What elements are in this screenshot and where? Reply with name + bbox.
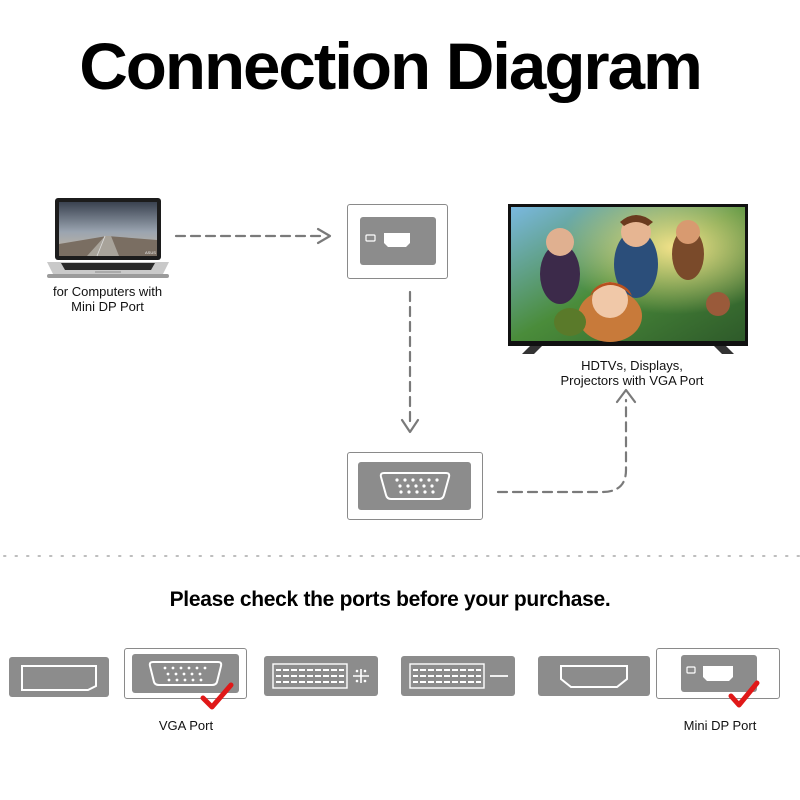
arrow-vga-to-tv (496, 398, 628, 494)
tv-caption: HDTVs, Displays, Projectors with VGA Por… (548, 358, 716, 388)
minidp-checkmark-icon (728, 680, 760, 708)
minidp-port-icon (681, 655, 757, 692)
hdmi-icon (538, 656, 650, 696)
dvi-24-5-icon (264, 656, 378, 696)
laptop-image: ASUS (47, 198, 169, 278)
tv-image (508, 204, 748, 354)
vga-connector-icon (358, 462, 471, 510)
arrowhead-up-icon (615, 388, 637, 404)
tv-caption-line2: Projectors with VGA Port (560, 373, 704, 388)
adapter-vga-end (347, 452, 483, 520)
adapter-minidp-end (347, 204, 448, 279)
dvi-24-1-icon (401, 656, 515, 696)
vga-checkmark-icon (200, 682, 234, 710)
dotted-divider (3, 555, 800, 557)
vga-port-icon (132, 654, 239, 693)
laptop-caption-line2: Mini DP Port (71, 299, 144, 314)
minidp-connector-icon (360, 217, 436, 265)
laptop-caption: for Computers with Mini DP Port (30, 284, 185, 314)
laptop-caption-line1: for Computers with (52, 284, 163, 299)
arrowhead-down-icon (400, 418, 420, 434)
tv-caption-line1: HDTVs, Displays, (581, 358, 683, 373)
displayport-icon (9, 657, 109, 697)
page-title: Connection Diagram (79, 29, 703, 103)
laptop-brand-logo: ASUS (145, 250, 156, 255)
notice-text: Please check the ports before your purch… (169, 588, 611, 611)
vga-port-label: VGA Port (158, 718, 214, 733)
minidp-port-option (656, 648, 780, 699)
minidp-port-label: Mini DP Port (683, 718, 757, 733)
arrowhead-right-icon (316, 227, 332, 245)
